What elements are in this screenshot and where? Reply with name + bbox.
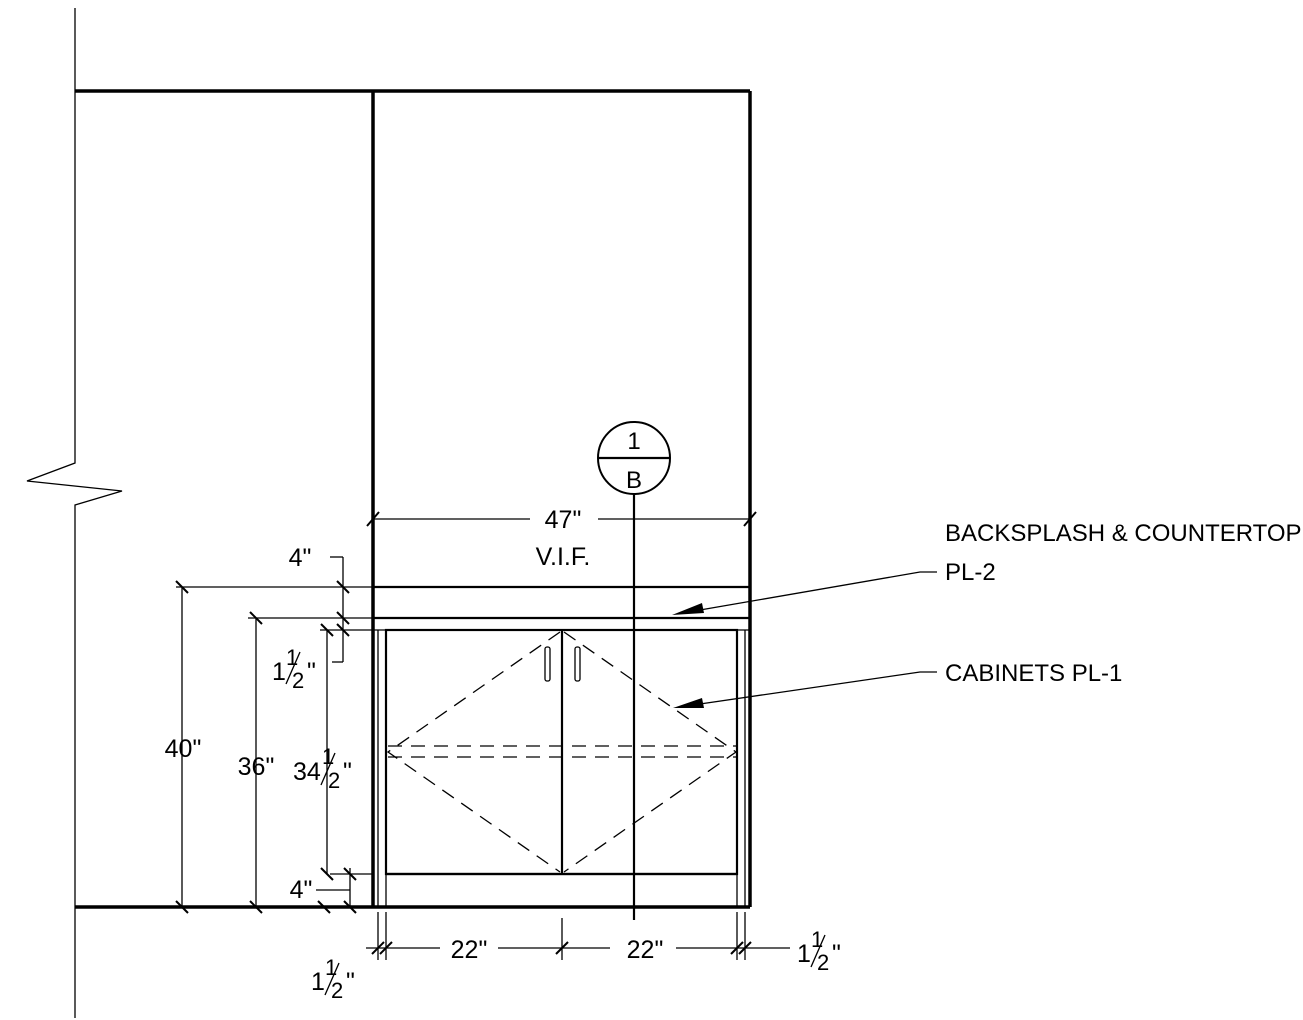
svg-text:1: 1 [272,658,286,686]
svg-text:1: 1 [325,955,337,980]
svg-text:": " [307,658,316,686]
section-tag: 1 B [597,421,671,495]
door-width-left-label: 22" [451,936,488,964]
svg-text:1: 1 [286,645,298,670]
svg-text:2: 2 [331,978,343,1003]
door-width-right-label: 22" [627,936,664,964]
door-pulls [544,646,581,682]
backsplash-height-label: 4" [289,544,312,572]
svg-text:": " [832,940,841,968]
total-height-label: 40" [165,735,202,763]
left-stile-label: 1 1 2 " [311,955,355,1003]
svg-text:1: 1 [322,744,334,769]
svg-text:2: 2 [292,668,304,693]
cabinets-note: CABINETS PL-1 [945,660,1122,687]
vertical-dimensions [175,556,373,914]
door-swing-lines [386,631,738,873]
wall-break-line [26,8,123,1018]
svg-text:1: 1 [311,968,325,996]
cabinets-leader [673,671,937,708]
base-cabinet [377,628,746,907]
countertop-note-line1: BACKSPLASH & COUNTERTOP [945,520,1302,547]
svg-text:34: 34 [293,758,321,786]
svg-text:2: 2 [817,950,829,975]
cabinet-height-label: 34 1 2 " [293,744,352,793]
vif-label: V.I.F. [536,543,591,571]
svg-text:2: 2 [328,768,340,793]
svg-text:": " [346,968,355,996]
section-tag-sheet: B [626,467,642,494]
svg-text:1: 1 [797,940,811,968]
right-stile-label: 1 1 2 " [797,927,841,975]
svg-text:1: 1 [811,927,823,952]
overall-width-label: 47" [545,506,582,534]
counter-height-label: 36" [238,753,275,781]
countertop-note-line2: PL-2 [945,559,996,586]
countertop-leader [672,571,937,615]
section-tag-number: 1 [627,428,640,455]
bottom-width-dimensions [366,912,790,960]
toe-kick-height-label: 4" [290,876,313,904]
overall-width-dimension: 47" V.I.F. [366,506,757,571]
svg-text:": " [343,758,352,786]
wall-outline [75,89,752,909]
countertop-thickness-label: 1 1 2 " [272,645,316,693]
